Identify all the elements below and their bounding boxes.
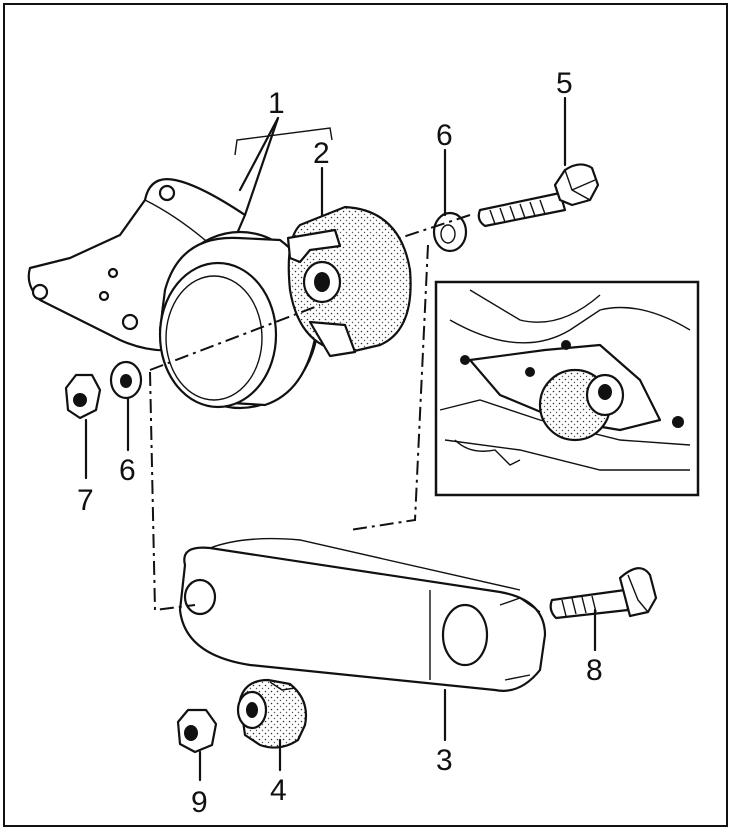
callout-1: 1: [268, 87, 285, 120]
bushing-part-4: [236, 678, 308, 749]
callout-7: 7: [77, 484, 94, 517]
arm-hole-right: [441, 603, 489, 667]
bracket-hole-left: [31, 283, 49, 301]
bolt-part-8: [549, 567, 658, 620]
callout-5: 5: [556, 67, 573, 100]
washer-6-top: [432, 211, 468, 253]
bracket-hole-top: [158, 184, 176, 202]
bracket-hole-bottom: [121, 313, 139, 331]
washer-6-left: [109, 360, 143, 400]
callout-3: 3: [436, 744, 453, 777]
leader-lines: [84, 96, 597, 782]
assembly-center-lines: [149, 214, 471, 612]
torque-arm-part-3: [178, 537, 547, 692]
callout-9: 9: [191, 786, 208, 819]
installed-view-inset: [434, 280, 700, 497]
callout-2: 2: [313, 137, 330, 170]
callout-4: 4: [270, 774, 287, 807]
callout-6-left: 6: [119, 454, 136, 487]
nut-part-7: [64, 373, 102, 420]
bracket-hole-mid: [107, 267, 119, 279]
callout-numbers: 1 2 6 5 7 6 8 3 4 9: [77, 67, 603, 819]
sleeve-front-ring: [158, 261, 278, 409]
callout-8: 8: [586, 654, 603, 687]
bolt-part-5: [477, 163, 600, 228]
bracket-assembly: [27, 178, 320, 410]
nut-part-9: [176, 708, 218, 754]
arm-hole-left: [183, 578, 217, 616]
callout-6-top: 6: [436, 119, 453, 152]
bracket-hole-small: [98, 290, 110, 302]
rubber-bushing-part-2: [286, 205, 412, 358]
